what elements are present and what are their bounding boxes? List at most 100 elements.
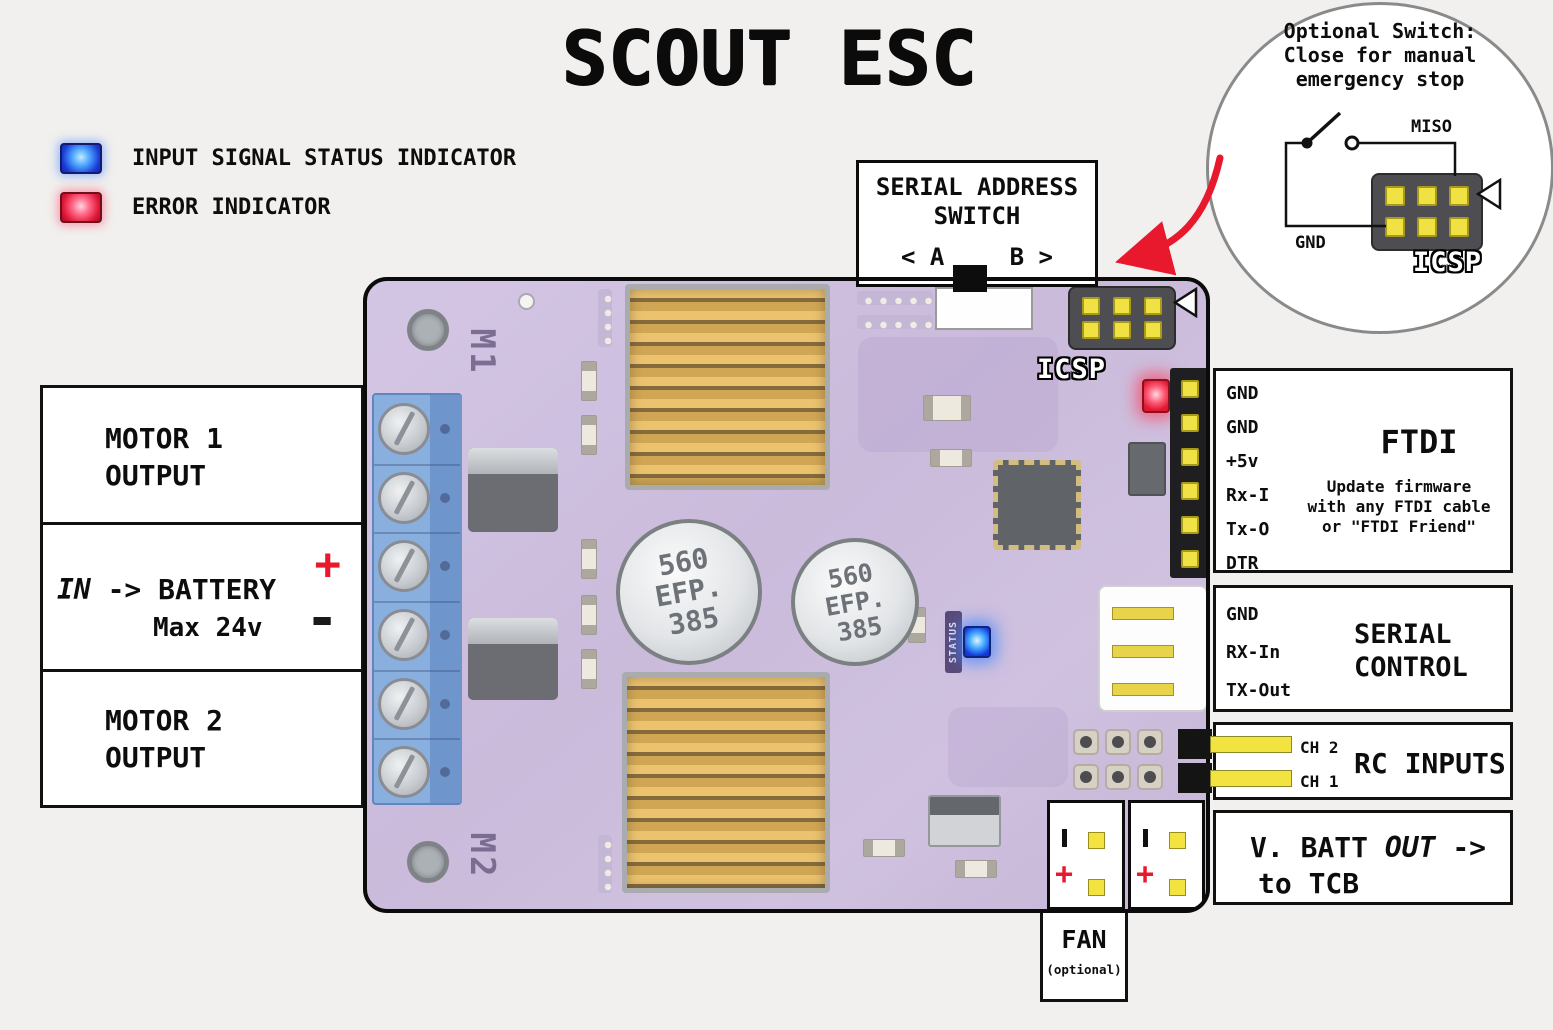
icsp-pad [1082,297,1100,315]
battery-in-label: IN [57,573,91,606]
icsp-pad [1113,297,1131,315]
error-led-swatch [60,192,102,223]
optional-switch-callout: Optional Switch: Close for manual emerge… [1206,2,1553,334]
icsp-pad [1082,321,1100,339]
icsp-pad [1449,217,1469,237]
chip-component [955,860,997,878]
rc-socket [1073,729,1099,755]
icsp-pad [1385,186,1405,206]
ftdi-pin-gnd2: GND [1226,417,1259,438]
connector-pad [1088,832,1105,849]
icsp-pad [1144,297,1162,315]
terminal-strip [430,395,462,803]
chip-component [581,595,597,635]
icsp-pad [1449,186,1469,206]
terminal-screw[interactable] [378,403,430,455]
terminal-screw[interactable] [378,472,430,524]
status-silkscreen: STATUS [945,611,962,673]
ftdi-pad [1181,380,1199,398]
terminal-screw[interactable] [378,609,430,661]
icsp-pad [1113,321,1131,339]
board-icsp-connector [1068,286,1176,350]
switch-position-b: B > [1009,243,1053,271]
error-led [1142,379,1170,413]
ftdi-pad [1181,516,1199,534]
motor2-line1: MOTOR 2 [105,704,224,737]
ftdi-pad [1181,414,1199,432]
vbatt-part2: OUT [1384,831,1436,864]
mounting-hole [407,309,449,351]
status-led [963,626,991,658]
mosfet [468,448,558,532]
motor1-line2: OUTPUT [105,459,207,492]
terminal-screw[interactable] [378,540,430,592]
chip-component [581,539,597,579]
ftdi-description: Update firmware with any FTDI cable or "… [1307,477,1491,536]
serial-control-box: GND RX-In TX-Out SERIAL CONTROL [1213,585,1513,712]
plus-mark: + [1136,857,1155,892]
legend-error: ERROR INDICATOR [60,192,331,223]
terminal-screw[interactable] [378,746,430,798]
battery-arrow: -> [107,573,142,606]
ftdi-title: FTDI [1380,423,1458,461]
legend-input-signal-label: INPUT SIGNAL STATUS INDICATOR [132,146,517,171]
vbatt-out-box: V. BATT OUT -> to TCB [1213,810,1513,905]
battery-input-box: IN -> BATTERY Max 24v + - [40,522,364,672]
serial-address-switch-label: SERIAL ADDRESS SWITCH < A B > [856,160,1098,287]
rc-socket [1105,764,1131,790]
rc-inputs-box: CH 2 CH 1 RC INPUTS [1213,722,1513,800]
microcontroller [993,460,1081,550]
mounting-hole [407,841,449,883]
chip-component [581,649,597,689]
pcb-board: M1 M2 [363,277,1210,913]
address-switch-slider[interactable] [953,265,987,292]
rc-socket [1137,764,1163,790]
callout-icsp-connector [1371,173,1483,251]
miso-label: MISO [1411,117,1452,137]
ftdi-pad [1181,550,1199,568]
motor2-silkscreen: M2 [462,832,502,880]
board-icsp-label: ICSP [1037,354,1107,385]
vbatt-part3: -> [1452,831,1487,864]
chip-component [930,449,972,467]
chip-component [581,415,597,455]
ftdi-box: GND GND +5v Rx-I Tx-O DTR FTDI Update fi… [1213,368,1513,574]
capacitor-2: 560 EFP. 385 [791,538,919,666]
serial-pin-rxin: RX-In [1226,642,1281,663]
mosfet [468,618,558,700]
gnd-label: GND [1295,233,1326,253]
chip-component [1128,442,1166,496]
icsp-pad [1385,217,1405,237]
ch1-wire [1210,770,1292,787]
terminal-screw[interactable] [378,678,430,730]
motor2-output-box: MOTOR 2 OUTPUT [40,669,364,808]
optional-switch-text: Optional Switch: Close for manual emerge… [1283,19,1477,91]
serial-pin [1112,645,1174,658]
icsp-pad [1417,186,1437,206]
rc-plug [1178,763,1212,793]
via [518,293,535,310]
ftdi-pin-gnd1: GND [1226,383,1259,404]
motor2-line2: OUTPUT [105,741,207,774]
page-title: SCOUT ESC [562,14,978,102]
motor1-silkscreen: M1 [462,328,502,376]
pcb-trace-patch [858,337,1058,452]
minus-mark [1062,829,1067,847]
fan-title: FAN [1061,925,1107,954]
ftdi-pin-dtr: DTR [1226,553,1259,574]
connector-pad [1088,879,1105,896]
via-strip [598,835,612,893]
heatsink-bottom [622,672,830,893]
icsp-pad [1417,217,1437,237]
screw-terminal-block [372,393,462,805]
rc-socket [1105,729,1131,755]
rc-ch1-label: CH 1 [1300,772,1339,791]
serial-pin-gnd: GND [1226,604,1259,625]
legend-input-signal: INPUT SIGNAL STATUS INDICATOR [60,143,516,174]
serial-pin [1112,683,1174,696]
ftdi-header [1170,368,1210,578]
serial-address-switch-title: SERIAL ADDRESS SWITCH [875,173,1079,230]
motor1-line1: MOTOR 1 [105,422,224,455]
address-switch-body[interactable] [935,287,1033,330]
